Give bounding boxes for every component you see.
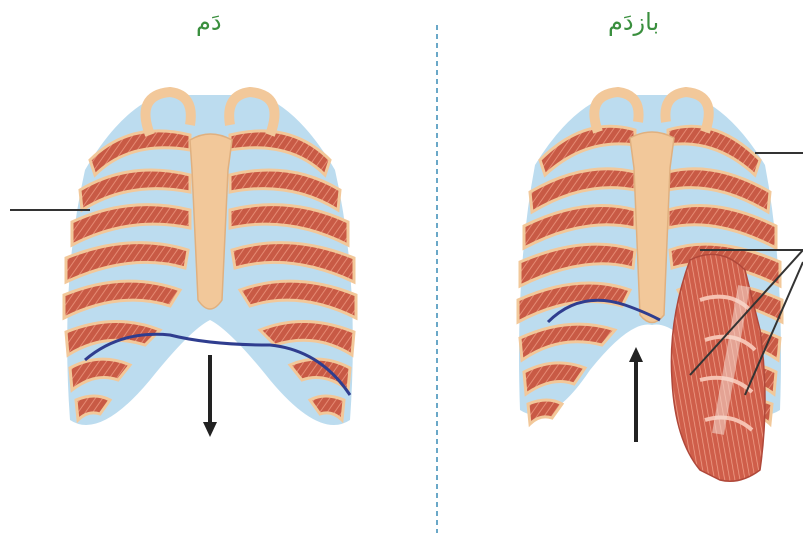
arrow-up-icon [629, 347, 643, 442]
rib-cage-exhale [518, 92, 803, 481]
arrow-down-icon [203, 355, 217, 437]
rib-cage-inhale [10, 92, 356, 425]
